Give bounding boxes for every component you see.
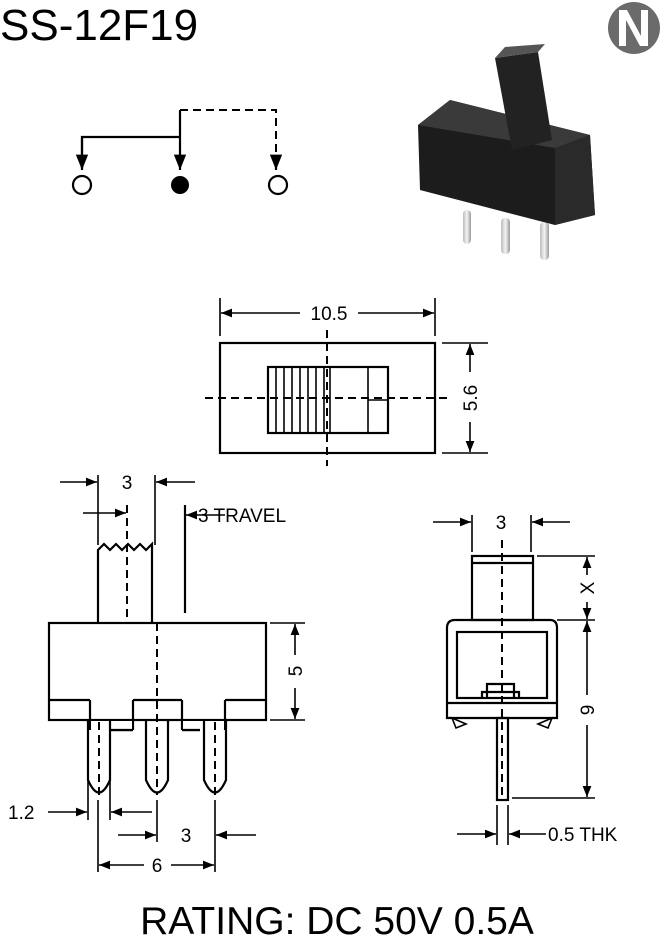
pin-side <box>495 716 510 802</box>
top-view-drawing: 10.5 5.6 <box>205 298 488 466</box>
rating-text: RATING: DC 50V 0.5A <box>140 900 534 939</box>
travel-label: 3 TRAVEL <box>198 506 286 527</box>
pin-thickness-label: 0.5 THK <box>548 825 618 846</box>
actuator-front <box>96 541 154 623</box>
terminal-open-left <box>71 174 93 196</box>
pin-width-label: 1.2 <box>8 803 34 824</box>
product-photo <box>418 44 595 260</box>
front-actuator-width-label: 3 <box>122 473 133 494</box>
top-width-label: 10.5 <box>311 304 348 325</box>
body-side <box>445 618 559 720</box>
terminal-open-right <box>267 174 289 196</box>
brand-logo <box>608 2 660 54</box>
side-actuator-width-label: 3 <box>496 513 507 534</box>
actuator-height-label: X <box>578 581 599 594</box>
pin-pitch-label: 3 <box>181 826 192 847</box>
side-height-label: 9 <box>578 705 599 716</box>
terminal-common <box>171 176 189 194</box>
top-height-label: 5.6 <box>461 385 482 411</box>
front-view-drawing: 3 3 TRAVEL 5 1.2 3 <box>8 473 307 877</box>
circuit-schematic <box>71 109 289 196</box>
body-height-label: 5 <box>286 666 307 677</box>
part-number-title: SS-12F19 <box>0 1 198 50</box>
pin-span-label: 6 <box>152 856 163 877</box>
side-view-drawing: 3 X 9 0.5 THK <box>433 513 618 846</box>
